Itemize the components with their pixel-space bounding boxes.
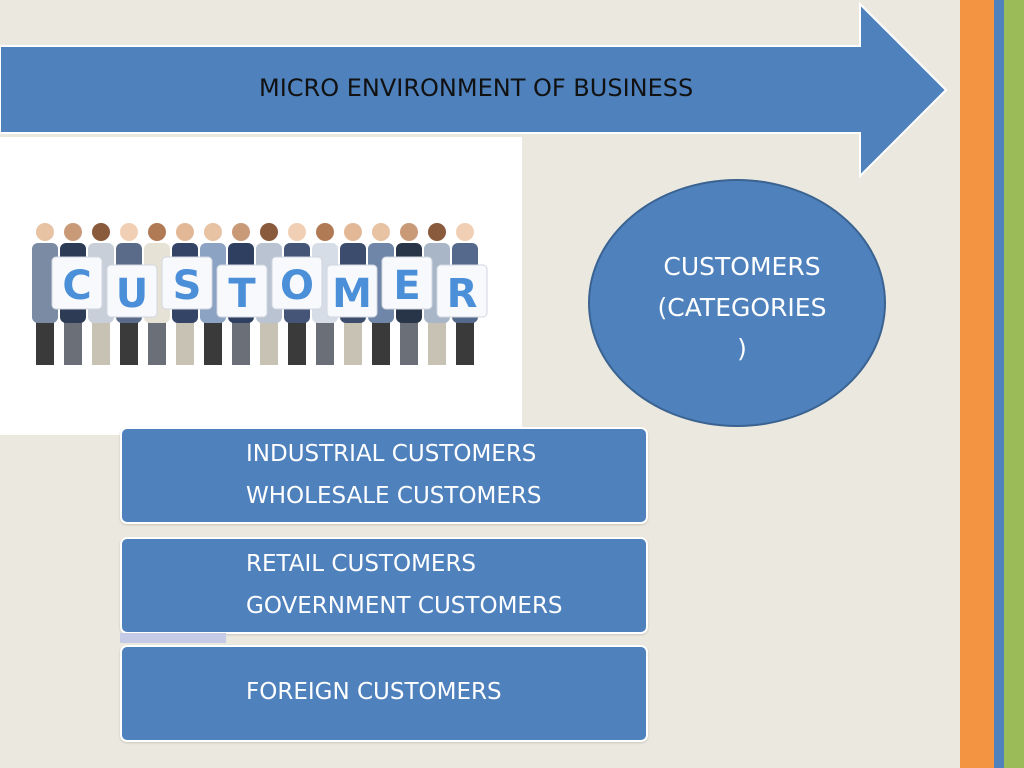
letter-card [326,264,378,318]
category-box-1: INDUSTRIAL CUSTOMERS WHOLESALE CUSTOMERS [120,427,648,524]
diagram-title: MICRO ENVIRONMENT OF BUSINESS [259,74,694,102]
box-connector [120,633,226,643]
ellipse-line-3: ) [737,334,747,363]
letter-card-text: M [332,271,372,317]
letter-card-text: S [173,263,202,309]
orange-stripe [960,0,994,768]
category-item: FOREIGN CUSTOMERS [246,679,502,705]
category-item: WHOLESALE CUSTOMERS [246,483,542,509]
letter-card-text: T [228,271,256,317]
decorative-side-stripes [960,0,1024,768]
letter-card-text: C [62,263,91,309]
letter-card [271,256,323,310]
ellipse-label: CUSTOMERS (CATEGORIES ) [642,246,842,369]
letter-card [106,264,158,318]
letter-card [436,264,488,318]
ellipse-line-1: CUSTOMERS [663,252,821,281]
category-box-2: RETAIL CUSTOMERS GOVERNMENT CUSTOMERS [120,537,648,634]
letter-card-text: R [447,271,478,317]
letter-card [216,264,268,318]
category-item: GOVERNMENT CUSTOMERS [246,593,563,619]
letter-card [381,256,433,310]
letter-card-text: O [280,263,314,309]
title-arrow [0,1,948,179]
letter-card-text: U [116,271,148,317]
customers-categories-ellipse [588,179,886,427]
category-item: RETAIL CUSTOMERS [246,551,477,577]
category-box-3: FOREIGN CUSTOMERS [120,645,648,742]
letter-card [51,256,103,310]
category-item: INDUSTRIAL CUSTOMERS [246,441,537,467]
letter-card [161,256,213,310]
ellipse-line-2: (CATEGORIES [657,293,827,322]
letter-card-text: E [393,263,420,309]
green-stripe [1004,0,1024,768]
blue-stripe [994,0,1004,768]
